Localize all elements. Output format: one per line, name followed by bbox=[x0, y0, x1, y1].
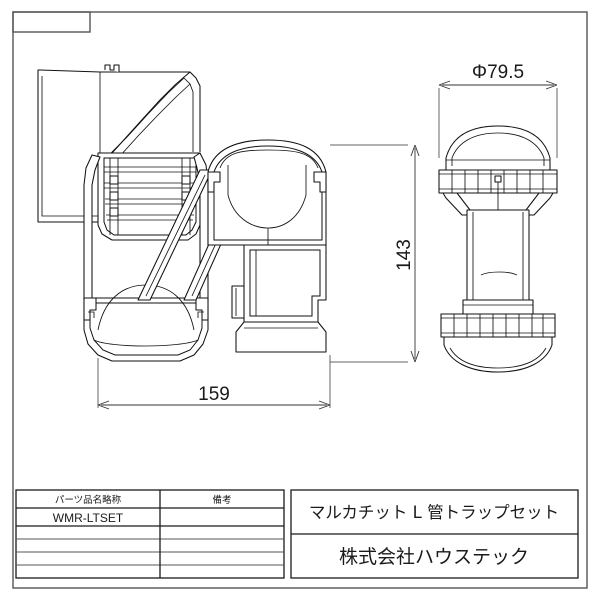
knurl-ticks-top bbox=[451, 170, 544, 193]
dimension-height-143: 143 bbox=[394, 144, 420, 363]
left-lower-chamber bbox=[83, 284, 209, 362]
corner-box bbox=[12, 11, 91, 33]
title-block: マルカチット L 管トラップセット 株式会社ハウステック bbox=[290, 489, 579, 579]
right-dome-chamber bbox=[207, 139, 327, 248]
sheet-frame bbox=[12, 11, 588, 589]
drawing-title: マルカチット L 管トラップセット bbox=[309, 503, 559, 522]
dimension-label-diameter: Φ79.5 bbox=[472, 62, 524, 83]
parts-table-header-remarks: 備考 bbox=[212, 494, 231, 506]
ribbed-socket bbox=[97, 152, 201, 241]
dimension-label-143: 143 bbox=[394, 239, 415, 271]
side-view-trap bbox=[438, 88, 558, 373]
knurl-ticks-bottom bbox=[453, 314, 544, 337]
parts-table: パーツ品名略称 備考 WMR-LTSET bbox=[15, 489, 285, 579]
parts-table-header-name: パーツ品名略称 bbox=[55, 494, 122, 506]
dimension-diameter-795: Φ79.5 bbox=[438, 62, 558, 90]
parts-table-row-0-name: WMR-LTSET bbox=[53, 511, 124, 525]
right-outlet-body bbox=[231, 244, 327, 353]
dimension-label-159: 159 bbox=[198, 384, 230, 405]
section-view-l-pipe-trap bbox=[37, 64, 408, 408]
company-name: 株式会社ハウステック bbox=[339, 546, 529, 568]
dimension-width-159: 159 bbox=[97, 384, 331, 410]
l-pipe-inlet bbox=[37, 64, 201, 223]
